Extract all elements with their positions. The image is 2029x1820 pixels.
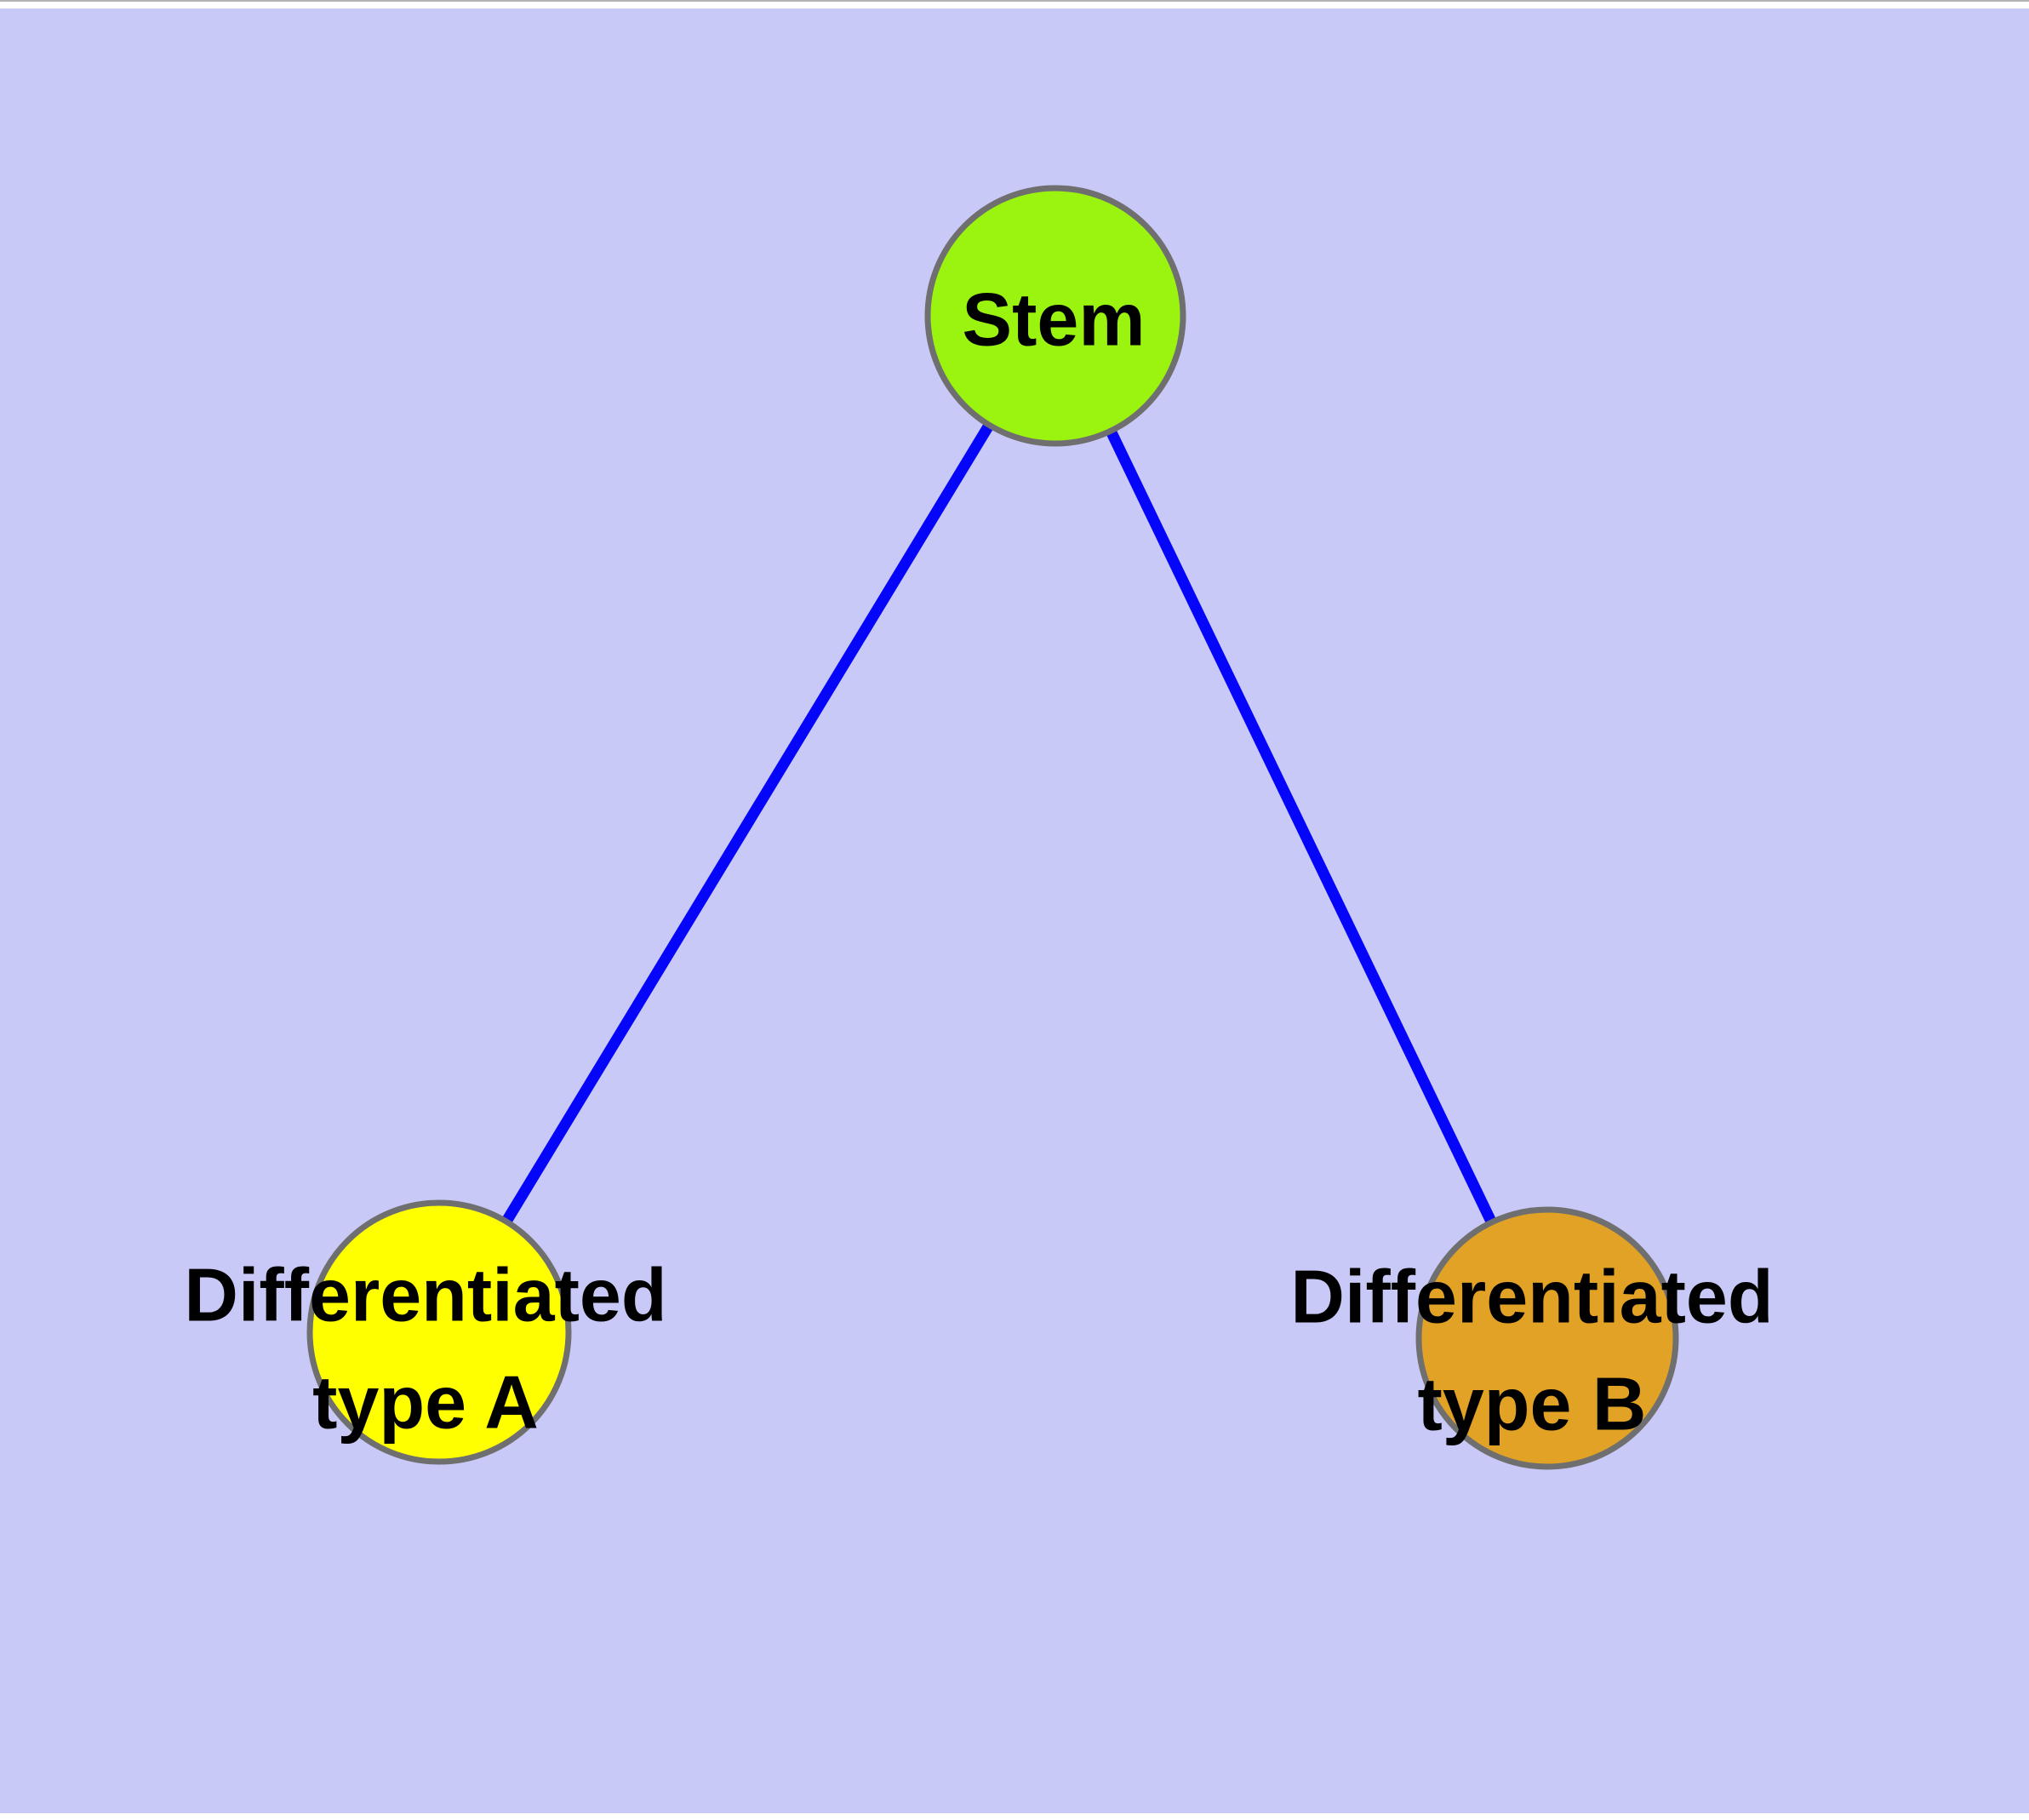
node-stem-label: Stem xyxy=(962,278,1145,362)
edge-stem-to-type-b xyxy=(1050,313,1552,1341)
node-type-b-label-line1: Differentiated xyxy=(1290,1255,1773,1339)
node-type-b-label-line2: type B xyxy=(1418,1362,1647,1446)
node-stem xyxy=(924,185,1186,447)
node-type-a-label-line2: type A xyxy=(312,1360,539,1445)
top-border-line xyxy=(0,0,2029,2)
node-differentiated-type-a xyxy=(306,1199,572,1465)
edge-stem-to-type-a xyxy=(434,312,1060,1336)
node-differentiated-type-b xyxy=(1415,1206,1679,1470)
node-type-a-label-line1: Differentiated xyxy=(184,1253,666,1337)
